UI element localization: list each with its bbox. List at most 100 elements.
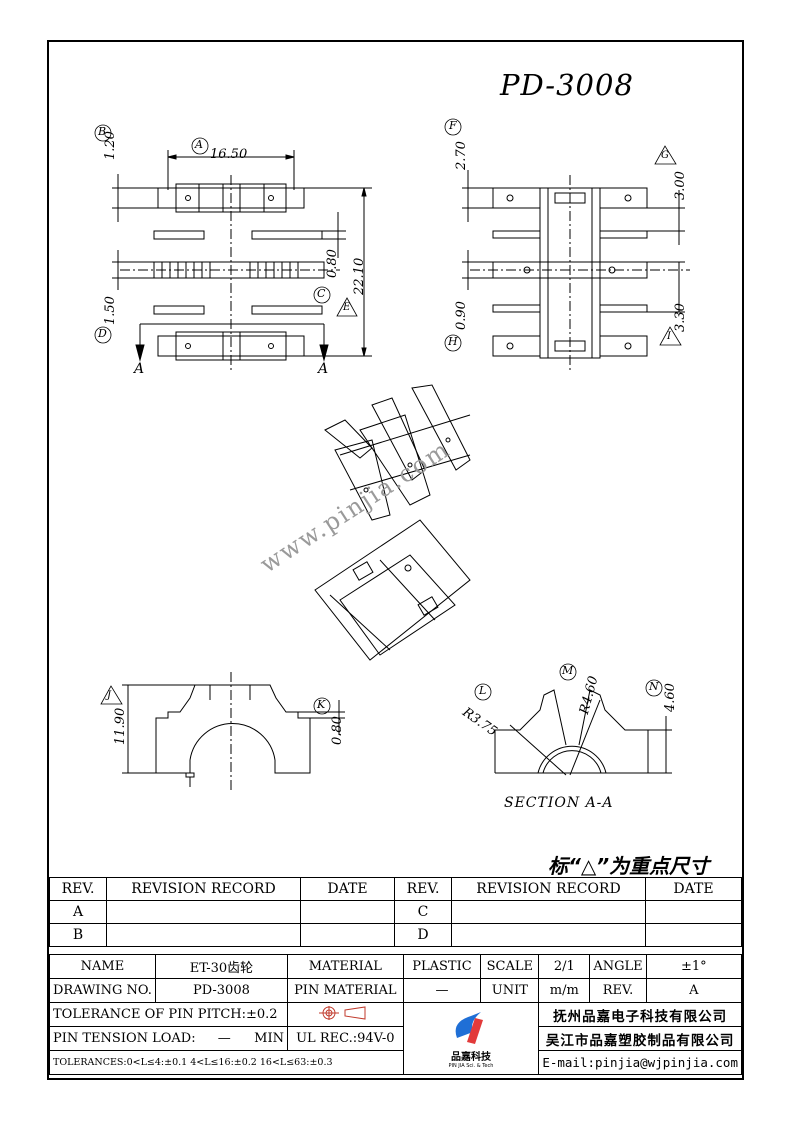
top-right-view [462, 170, 690, 370]
name-label: NAME [49, 954, 156, 979]
company-email: E-mail:pinjia@wjpinjia.com [538, 1050, 742, 1075]
revision-record-header-2: REVISION RECORD [451, 877, 646, 901]
drawing-border [47, 40, 744, 1080]
isometric-top-part [324, 384, 471, 521]
drawing-no-value: PD-3008 [154, 978, 289, 1003]
company-logo-icon [455, 1012, 483, 1044]
pitch-tolerance: TOLERANCE OF PIN PITCH:±0.2 [49, 1002, 288, 1027]
title-row-5: TOLERANCES:0<L≤4:±0.1 4<L≤16:±0.2 16<L≤6… [49, 1050, 742, 1075]
date-cell [645, 900, 742, 924]
section-label: SECTION A-A [504, 795, 614, 811]
date-header-2: DATE [645, 877, 742, 901]
bottom-left-view [122, 672, 345, 790]
section-aa-view [494, 689, 672, 776]
dim-11-90: 11.90 [113, 707, 128, 745]
revision-record-header: REVISION RECORD [106, 877, 301, 901]
unit-value: m/m [538, 978, 591, 1003]
callout-c: C [317, 287, 326, 300]
pin-tension-cell: PIN TENSION LOAD: — MIN [49, 1026, 288, 1051]
callout-g: G [661, 150, 669, 161]
revision-header-row: REV. REVISION RECORD DATE REV. REVISION … [49, 877, 742, 901]
dim-r4-60: R4.60 [577, 674, 602, 716]
drawing-no-label: DRAWING NO. [49, 978, 156, 1003]
callout-f: F [449, 119, 457, 132]
record-cell [106, 900, 301, 924]
logo-cn: 品嘉科技 [450, 1052, 491, 1063]
section-mark-right: A [318, 361, 329, 377]
angle-value: ±1° [645, 954, 743, 979]
date-header: DATE [300, 877, 395, 901]
isometric-bottom-part [314, 519, 471, 661]
company-name-2: 吴江市品嘉塑胶制品有限公司 [538, 1026, 742, 1051]
dim-22-10: 22.10 [352, 257, 367, 295]
rev-cell: D [394, 923, 452, 947]
callout-markers [94, 118, 682, 715]
callout-i: I [667, 331, 671, 342]
material-value: PLASTIC [402, 954, 482, 979]
name-value: ET-30齿轮 [154, 954, 289, 979]
callout-n: N [649, 680, 659, 693]
callout-k: K [317, 698, 326, 711]
dim-16-50: 16.50 [210, 147, 248, 162]
projection-symbol-icon [319, 1005, 366, 1020]
date-cell [645, 923, 742, 947]
callout-m: M [562, 664, 574, 677]
dim-1-50: 1.50 [103, 296, 118, 325]
tolerances: TOLERANCES:0<L≤4:±0.1 4<L≤16:±0.2 16<L≤6… [49, 1050, 404, 1075]
revision-row: A C [49, 900, 742, 924]
rev-header: REV. [49, 877, 107, 901]
date-cell [300, 900, 395, 924]
rev-cell: A [49, 900, 107, 924]
dim-4-60: 4.60 [663, 683, 678, 712]
top-left-view [112, 150, 372, 370]
drawing-title: PD-3008 [500, 68, 634, 102]
dim-r3-75: R3.75 [459, 705, 500, 740]
callout-l: L [479, 684, 487, 697]
pin-material-label: PIN MATERIAL [287, 978, 404, 1003]
rev-header-2: REV. [394, 877, 452, 901]
callout-j: J [107, 690, 112, 701]
title-row-2: DRAWING NO. PD-3008 PIN MATERIAL — UNIT … [49, 978, 743, 1003]
scale-label: SCALE [480, 954, 540, 979]
material-label: MATERIAL [287, 954, 404, 979]
callout-a: A [195, 138, 203, 151]
rev-cell: C [394, 900, 452, 924]
title-row-1: NAME ET-30齿轮 MATERIAL PLASTIC SCALE 2/1 … [49, 954, 743, 979]
dim-2-70: 2.70 [454, 141, 469, 170]
callout-e: E [343, 302, 351, 313]
record-cell [106, 923, 301, 947]
callout-d: D [98, 327, 107, 340]
dim-3-30: 3.30 [673, 303, 688, 332]
projection-symbol [287, 1002, 404, 1027]
dim-0-90: 0.90 [454, 301, 469, 330]
title-row-4: PIN TENSION LOAD: — MIN UL REC.:94V-0 吴江… [49, 1026, 742, 1051]
scale-value: 2/1 [538, 954, 591, 979]
pin-tension-unit: MIN [254, 1031, 284, 1046]
pin-material-value: — [402, 978, 482, 1003]
rev-cell: B [49, 923, 107, 947]
record-cell [451, 900, 646, 924]
revision-row: B D [49, 923, 742, 947]
ul-rec: UL REC.:94V-0 [287, 1026, 404, 1051]
dim-0-80-b: 0.80 [330, 716, 345, 745]
callout-h: H [448, 335, 458, 348]
pin-tension-value: — [217, 1031, 231, 1046]
date-cell [300, 923, 395, 947]
angle-label: ANGLE [589, 954, 647, 979]
title-row-3: TOLERANCE OF PIN PITCH:±0.2 品嘉科技 PIN JIA… [49, 1002, 742, 1075]
dim-3-00: 3.00 [673, 171, 688, 200]
company-name-1: 抚州品嘉电子科技有限公司 [538, 1002, 742, 1027]
rev-label: REV. [589, 978, 647, 1003]
logo-en: PIN JIA Sci. & Tech [448, 1063, 494, 1069]
title-block: NAME ET-30齿轮 MATERIAL PLASTIC SCALE 2/1 … [49, 954, 743, 1075]
revision-table: REV. REVISION RECORD DATE REV. REVISION … [49, 877, 742, 947]
section-mark-left: A [134, 361, 145, 377]
unit-label: UNIT [480, 978, 540, 1003]
record-cell [451, 923, 646, 947]
logo-cell: 品嘉科技 PIN JIA Sci. & Tech [402, 1002, 540, 1075]
dim-0-80: 0.80 [325, 249, 340, 278]
key-dimension-note: 标“△”为重点尺寸 [548, 854, 710, 878]
pin-tension-label: PIN TENSION LOAD: [53, 1031, 196, 1046]
